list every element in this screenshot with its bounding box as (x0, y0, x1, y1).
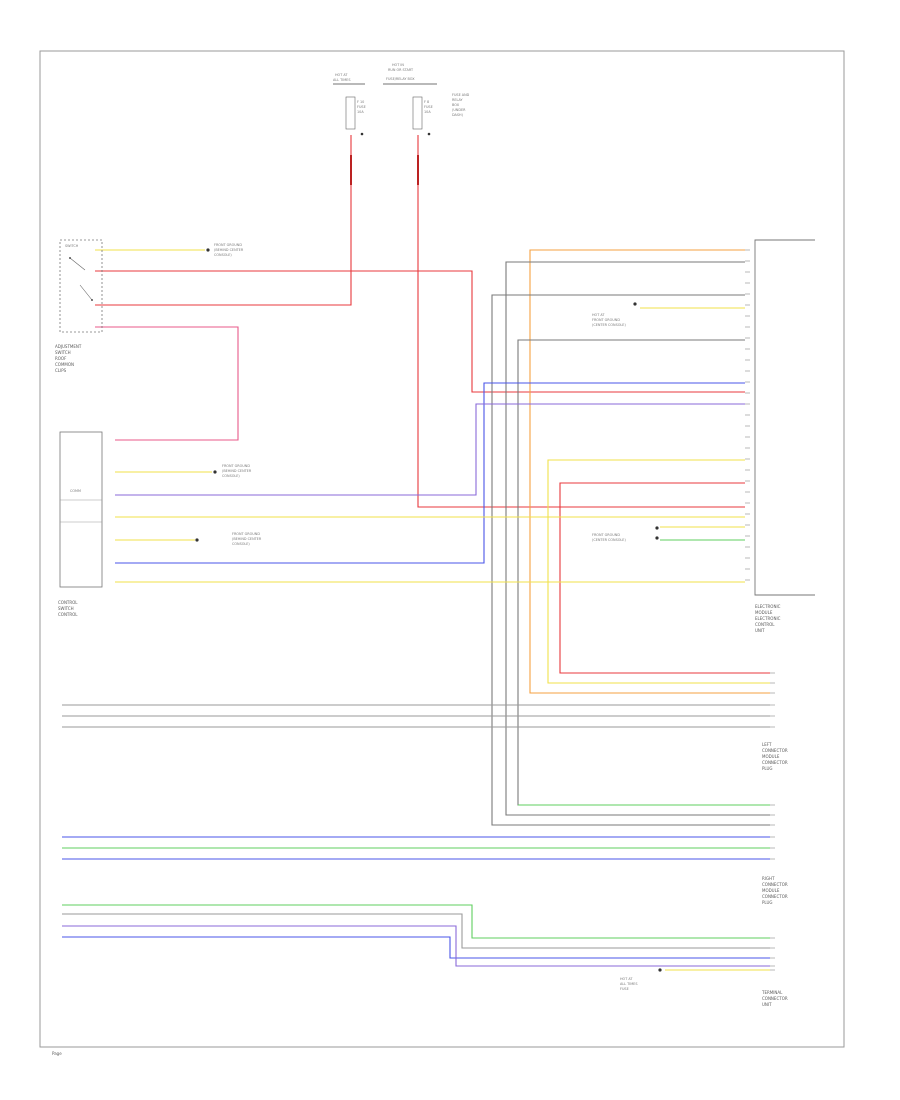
svg-text:FRONT GROUND: FRONT GROUND (214, 243, 242, 247)
svg-text:CONSOLE): CONSOLE) (222, 474, 240, 478)
wire-pink-loop (95, 326, 239, 441)
svg-text:FRONT GROUND: FRONT GROUND (592, 318, 620, 322)
svg-text:CONTROL: CONTROL (58, 600, 78, 605)
svg-text:FUSE: FUSE (424, 105, 433, 109)
svg-text:HOT AT: HOT AT (335, 73, 348, 77)
svg-text:MODULE: MODULE (762, 754, 780, 759)
svg-text:(UNDER: (UNDER (452, 108, 466, 112)
svg-text:ROOF: ROOF (55, 356, 67, 361)
svg-text:CONNECTOR: CONNECTOR (762, 760, 788, 765)
svg-text:CONTROL: CONTROL (58, 612, 78, 617)
svg-text:(BEHIND CENTER: (BEHIND CENTER (232, 537, 262, 541)
svg-text:RIGHT: RIGHT (762, 876, 775, 881)
svg-text:DASH): DASH) (452, 113, 464, 117)
svg-text:10A: 10A (357, 110, 364, 114)
svg-text:CONNECTOR: CONNECTOR (762, 748, 788, 753)
wire-red-fuse-1 (95, 135, 352, 306)
svg-text:ALL TIMES: ALL TIMES (333, 78, 350, 82)
svg-text:CONSOLE): CONSOLE) (232, 542, 250, 546)
svg-text:PLUG: PLUG (762, 766, 772, 771)
connector-pins (745, 249, 775, 971)
svg-text:CLIPS: CLIPS (55, 368, 67, 373)
svg-text:10A: 10A (424, 110, 431, 114)
svg-text:CONNECTOR: CONNECTOR (762, 894, 788, 899)
svg-text:SWITCH: SWITCH (58, 606, 74, 611)
svg-text:(CENTER CONSOLE): (CENTER CONSOLE) (592, 538, 626, 542)
svg-text:F 10: F 10 (357, 100, 364, 104)
svg-text:COMM: COMM (70, 489, 81, 493)
svg-text:FRONT GROUND: FRONT GROUND (232, 532, 260, 536)
svg-text:ELECTRONIC: ELECTRONIC (755, 616, 781, 621)
wire-group (62, 135, 770, 971)
svg-text:FRONT GROUND: FRONT GROUND (222, 464, 250, 468)
svg-text:ELECTRONIC: ELECTRONIC (755, 604, 781, 609)
svg-text:(CENTER CONSOLE): (CENTER CONSOLE) (592, 323, 626, 327)
svg-text:FUSE AND: FUSE AND (452, 93, 470, 97)
svg-text:CONNECTOR: CONNECTOR (762, 996, 788, 1001)
diagram-frame (39, 50, 845, 1048)
svg-text:CONNECTOR: CONNECTOR (762, 882, 788, 887)
svg-text:COMMON: COMMON (55, 362, 74, 367)
wire-blue-1 (115, 382, 745, 564)
wire-red-switch (95, 270, 745, 393)
wire-yellow-2 (547, 459, 770, 684)
svg-text:(BEHIND CENTER: (BEHIND CENTER (214, 248, 244, 252)
svg-text:RUN OR START: RUN OR START (388, 68, 414, 72)
wire-violet-1 (115, 403, 745, 496)
wire-red-fuse-2 (417, 135, 745, 508)
wire-grey-2 (491, 294, 770, 826)
svg-text:(BEHIND CENTER: (BEHIND CENTER (222, 469, 252, 473)
svg-text:HOT AT: HOT AT (592, 313, 605, 317)
svg-text:MODULE: MODULE (762, 888, 780, 893)
svg-text:FUSE: FUSE (357, 105, 366, 109)
wire-orange-main (529, 249, 770, 694)
svg-text:BOX: BOX (452, 103, 460, 107)
svg-text:FUSE: FUSE (620, 987, 629, 991)
svg-text:PLUG: PLUG (762, 900, 772, 905)
wire-blue-4 (62, 936, 770, 959)
svg-text:SWITCH: SWITCH (65, 244, 79, 248)
svg-text:UNIT: UNIT (755, 628, 765, 633)
wire-grey-1 (505, 261, 770, 816)
svg-text:ALL TIMES: ALL TIMES (620, 982, 637, 986)
wire-grey-3 (517, 339, 770, 806)
svg-text:HOT AT: HOT AT (620, 977, 633, 981)
svg-text:F 8: F 8 (424, 100, 429, 104)
svg-text:RELAY: RELAY (452, 98, 464, 102)
svg-text:CONTROL: CONTROL (755, 622, 775, 627)
wire-green-3 (62, 904, 770, 939)
svg-text:FRONT GROUND: FRONT GROUND (592, 533, 620, 537)
svg-text:SWITCH: SWITCH (55, 350, 71, 355)
wire-violet-2 (62, 925, 770, 967)
page-label: Page (52, 1051, 62, 1056)
svg-text:LEFT: LEFT (762, 742, 772, 747)
svg-text:UNIT: UNIT (762, 1002, 772, 1007)
svg-text:MODULE: MODULE (755, 610, 773, 615)
svg-text:ADJUSTMENT: ADJUSTMENT (55, 344, 82, 349)
svg-text:HOT IN: HOT IN (392, 63, 404, 67)
svg-text:TERMINAL: TERMINAL (761, 990, 783, 995)
wire-red-3 (559, 482, 770, 674)
svg-text:CONSOLE): CONSOLE) (214, 253, 232, 257)
svg-text:FUSE/RELAY BOX: FUSE/RELAY BOX (386, 77, 415, 81)
wire-grey-7 (62, 913, 770, 949)
